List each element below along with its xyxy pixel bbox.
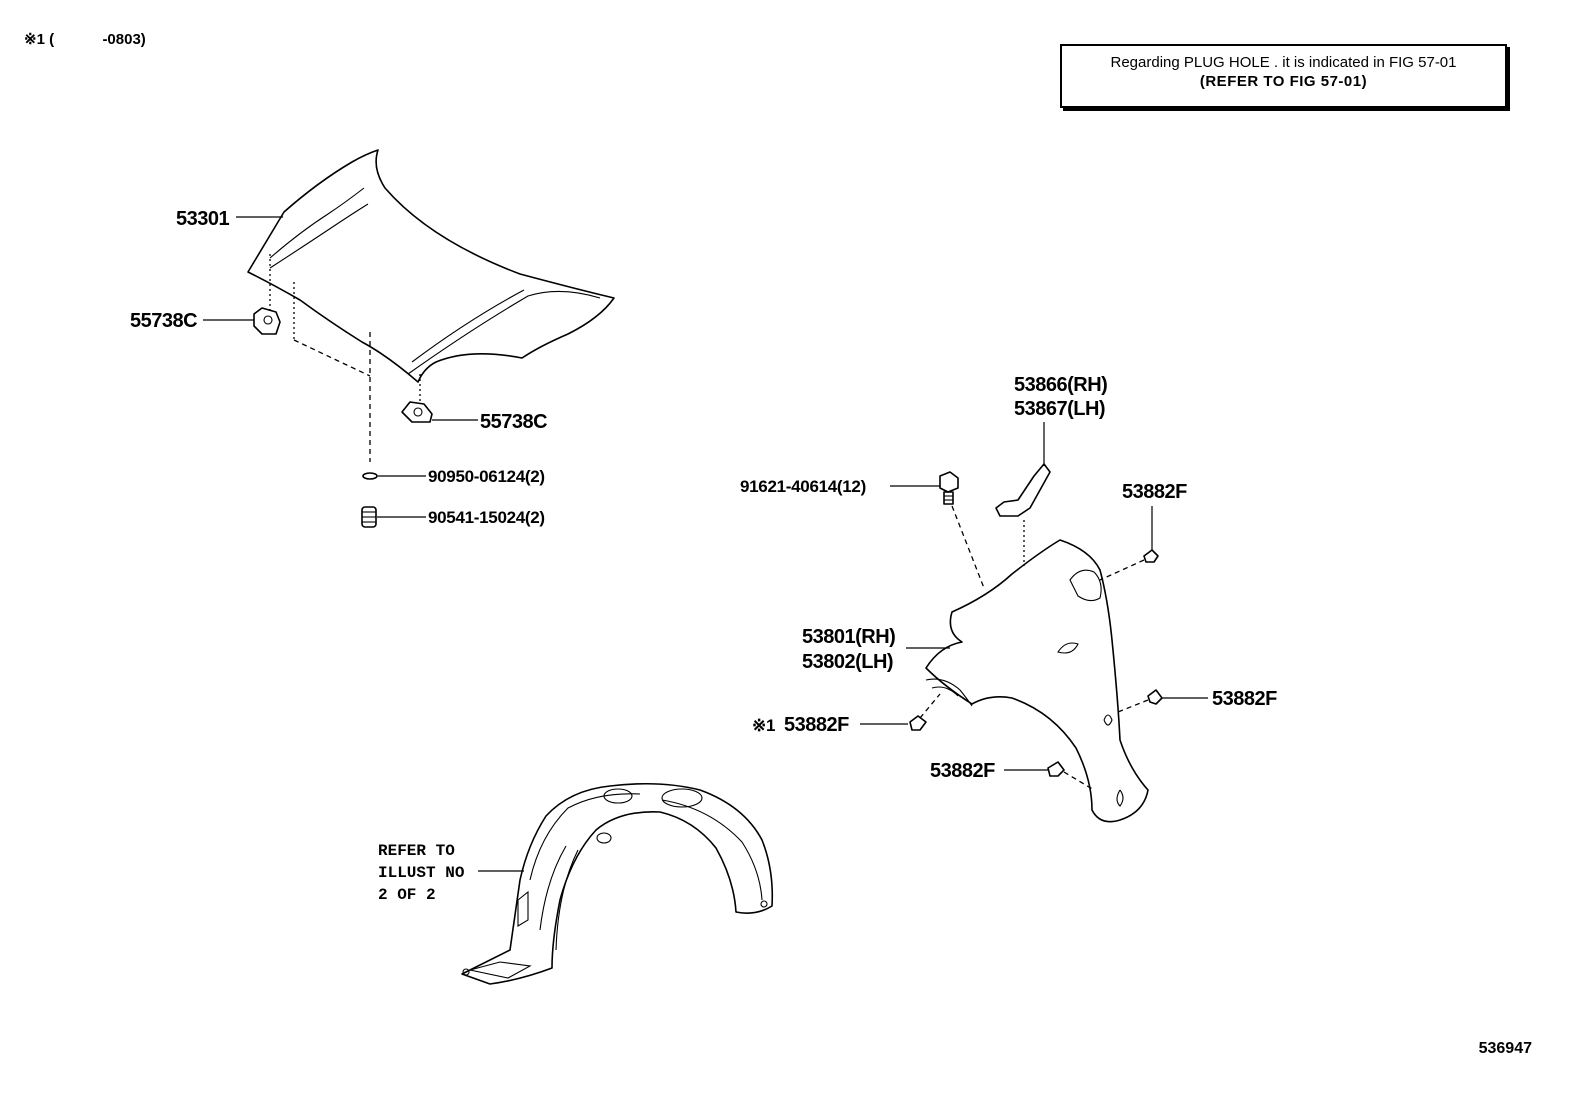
label-bumper: 90541-15024(2) <box>428 508 545 527</box>
hood-cushion-right[interactable] <box>401 401 433 423</box>
fender-bolt-part[interactable] <box>939 471 959 505</box>
label-clip-bottom: 53882F <box>930 760 995 782</box>
plug-hole-note-line1: Regarding PLUG HOLE . it is indicated in… <box>1110 54 1457 71</box>
line-bolt-fender <box>951 505 985 589</box>
applicability-mark: ※1 <box>24 31 45 48</box>
fender-bracket-part[interactable] <box>995 463 1051 517</box>
line-clip-bottom <box>1063 771 1095 791</box>
hood-panel[interactable] <box>247 149 615 383</box>
applicability-note: ※1 ( -0803) <box>24 30 146 48</box>
label-clip-right: 53882F <box>1212 688 1277 710</box>
label-bolt: 91621-40614(12) <box>740 477 866 496</box>
line-clip-right <box>1117 699 1149 713</box>
label-bracket-rh: 53866(RH) <box>1014 374 1107 396</box>
front-fender-panel[interactable] <box>925 539 1149 823</box>
plug-hole-reference-box[interactable]: Regarding PLUG HOLE . it is indicated in… <box>1060 44 1507 108</box>
line-clip-left <box>919 693 941 719</box>
hood-bumper-part[interactable] <box>361 506 377 528</box>
label-clip-top: 53882F <box>1122 481 1187 503</box>
fender-liner-part[interactable] <box>461 782 774 985</box>
washer-part[interactable] <box>362 472 378 480</box>
line-hood-washer-diag <box>293 339 371 377</box>
line-clip-top <box>1099 559 1145 581</box>
clip-top-part[interactable] <box>1143 549 1159 563</box>
clip-left-part[interactable] <box>909 715 927 731</box>
label-liner-line2: ILLUST NO <box>378 864 465 882</box>
label-liner-line3: 2 OF 2 <box>378 886 436 904</box>
applicability-open: ( <box>49 31 55 48</box>
hood-cushion-left[interactable] <box>253 307 281 335</box>
label-cushion-bottom: 55738C <box>480 411 547 433</box>
label-washer: 90950-06124(2) <box>428 467 545 486</box>
clip-bottom-part[interactable] <box>1047 761 1065 777</box>
clip-right-part[interactable] <box>1147 689 1163 705</box>
label-clip-left: 53882F <box>784 714 849 736</box>
label-liner-line1: REFER TO <box>378 842 455 860</box>
label-fender-rh: 53801(RH) <box>802 626 895 648</box>
label-cushion-top: 55738C <box>130 310 197 332</box>
plug-hole-note-line2: (REFER TO FIG 57-01) <box>1199 73 1368 90</box>
applicability-range: -0803) <box>102 31 146 48</box>
figure-id: 536947 <box>1478 1040 1532 1057</box>
label-hood: 53301 <box>176 208 229 230</box>
label-bracket-lh: 53867(LH) <box>1014 398 1105 420</box>
label-clip-left-mark: ※1 <box>752 716 775 735</box>
label-fender-lh: 53802(LH) <box>802 651 893 673</box>
